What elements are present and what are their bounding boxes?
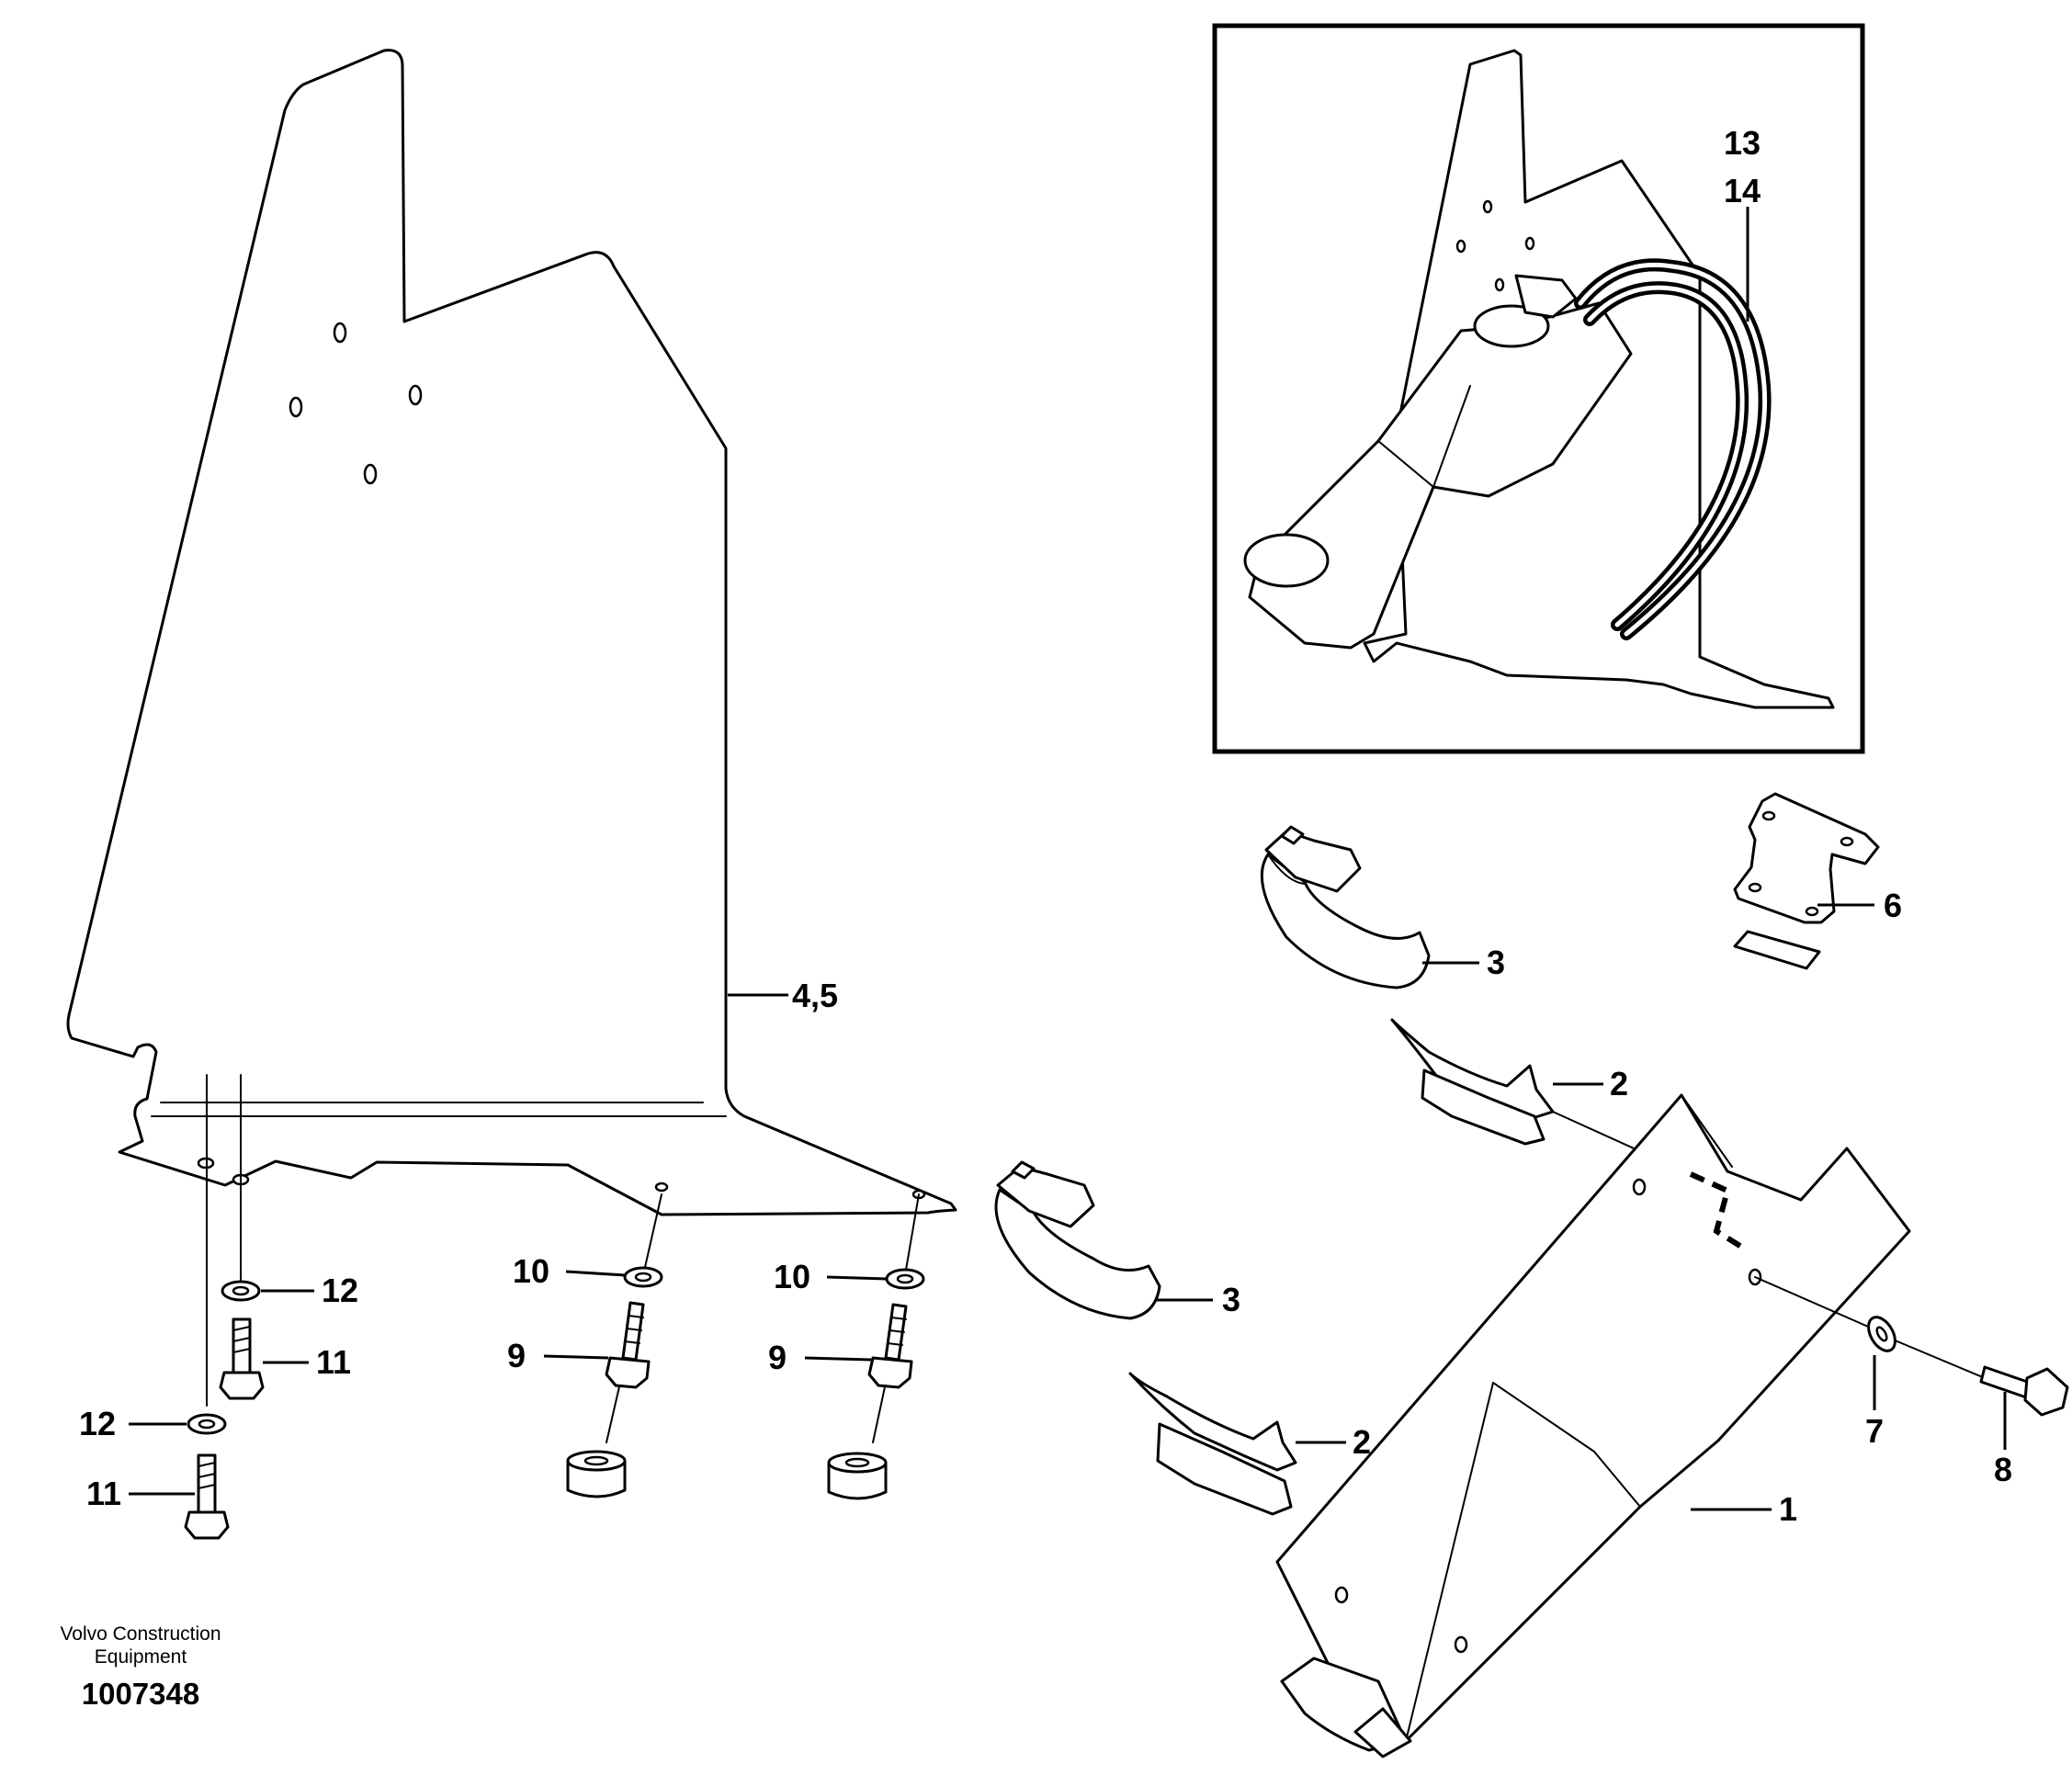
mounting-hole	[333, 322, 347, 344]
callout-9: 9	[768, 1339, 787, 1376]
callout-1: 1	[1779, 1490, 1797, 1528]
document-number: 1007348	[82, 1677, 199, 1711]
callout-13: 13	[1724, 124, 1761, 162]
shield-plate	[66, 49, 957, 1216]
callout-3: 3	[1487, 944, 1505, 981]
callout-2: 2	[1610, 1065, 1628, 1102]
clamp-lower	[994, 1160, 1346, 1516]
tube-1	[1275, 1093, 1911, 1758]
callout-11: 11	[86, 1475, 121, 1512]
callout-8: 8	[1994, 1451, 2012, 1488]
middle-fasteners	[543, 1193, 663, 1498]
callout-6: 6	[1884, 887, 1902, 924]
mounting-hole	[654, 1181, 669, 1193]
mounting-hole	[289, 396, 303, 418]
mounting-hole	[363, 463, 378, 485]
caption-line-1: Volvo Construction	[60, 1623, 221, 1645]
callout-4-5: 4,5	[792, 977, 838, 1014]
washer-7-bolt-8	[1754, 1276, 2069, 1450]
callout-12: 12	[322, 1272, 358, 1309]
callout-14: 14	[1724, 172, 1761, 209]
callout-9: 9	[507, 1337, 526, 1374]
mounting-hole	[408, 384, 423, 406]
callout-7: 7	[1865, 1412, 1884, 1450]
inset-detail	[1212, 23, 1865, 754]
callout-10: 10	[774, 1258, 810, 1295]
bolt-9	[621, 1301, 645, 1362]
caption-line-2: Equipment	[95, 1646, 187, 1668]
callout-12: 12	[79, 1405, 116, 1442]
clamp-upper	[1260, 825, 1692, 1175]
right-fasteners	[804, 1193, 925, 1500]
callout-10: 10	[513, 1252, 549, 1290]
left-fasteners	[129, 1074, 314, 1540]
callout-3: 3	[1222, 1281, 1240, 1318]
callout-2: 2	[1353, 1423, 1371, 1461]
callout-11: 11	[316, 1343, 351, 1381]
bracket-6	[1733, 792, 1880, 970]
